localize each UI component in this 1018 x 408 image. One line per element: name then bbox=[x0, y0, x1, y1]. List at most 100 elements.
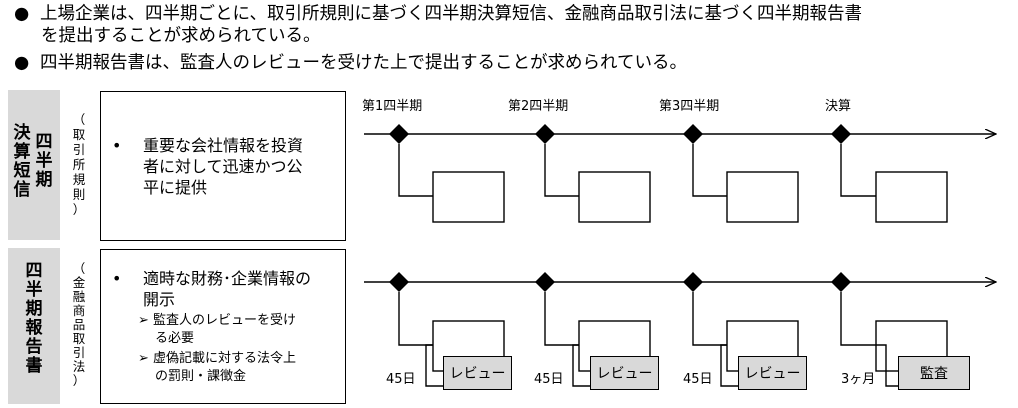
row1-source-char: 所 bbox=[72, 157, 86, 172]
row1-source-char: （ bbox=[72, 112, 86, 127]
row1-desc-box bbox=[100, 91, 346, 241]
connector bbox=[398, 292, 433, 346]
filing-box bbox=[875, 171, 948, 223]
connector bbox=[840, 292, 876, 346]
row1-title-char: 算 bbox=[13, 142, 31, 162]
row1-source-char: 引 bbox=[72, 142, 86, 157]
row1-title-char: 信 bbox=[13, 180, 31, 200]
row1-title-bg bbox=[8, 90, 60, 240]
review-box-q3: レビュー bbox=[738, 356, 807, 390]
timeline-label-fy: 決算 bbox=[825, 99, 852, 114]
row1-title-char: 半 bbox=[35, 151, 53, 171]
milestone-diamond bbox=[683, 124, 703, 144]
row2-bullet: • bbox=[112, 269, 122, 288]
row2-sub-2-line: 虚偽記載に対する法令上 bbox=[153, 351, 297, 366]
duration-q3: 45日 bbox=[683, 372, 713, 387]
row1-source-char: 則 bbox=[72, 187, 86, 202]
connector bbox=[692, 144, 727, 197]
row2-title-char: 半 bbox=[25, 280, 43, 300]
duration-q1: 45日 bbox=[386, 372, 416, 387]
row2-desc-line: 開示 bbox=[143, 290, 176, 309]
bullet-1-text: 上場企業は、四半期ごとに、取引所規則に基づく四半期決算短信、金融商品取引法に基づ… bbox=[40, 4, 862, 24]
connector bbox=[692, 292, 727, 346]
sub-marker: ➢ bbox=[138, 351, 149, 366]
row1-source-char: ） bbox=[72, 202, 86, 217]
row1-desc-line: 平に提供 bbox=[143, 178, 208, 197]
row2-source-char: 取 bbox=[72, 331, 86, 346]
row2-title-char: 四 bbox=[25, 261, 43, 281]
row1-source-char: 取 bbox=[72, 127, 86, 142]
connector bbox=[544, 144, 579, 197]
bullet-marker: ● bbox=[14, 4, 30, 24]
row2-sub-2-line: の罰則・課徴金 bbox=[155, 369, 247, 384]
row1-bullet: • bbox=[112, 136, 122, 155]
timeline-label-q2: 第2四半期 bbox=[508, 99, 569, 114]
row2-title-char: 報 bbox=[25, 318, 43, 338]
row1-desc-line: 者に対して迅速かつ公 bbox=[143, 157, 303, 176]
bullet-1-line-1: ● 上場企業は、四半期ごとに、取引所規則に基づく四半期決算短信、金融商品取引法に基… bbox=[14, 3, 862, 25]
row2-title: 四 半 期 報 告 書 bbox=[23, 262, 45, 376]
row2-source-char: 商 bbox=[72, 303, 86, 318]
timeline-label-q1: 第1四半期 bbox=[362, 99, 423, 114]
bullet-2-text: 四半期報告書は、監査人のレビューを受けた上で提出することが求められている。 bbox=[40, 53, 687, 73]
row1-title-char: 短 bbox=[13, 161, 31, 181]
filing-box bbox=[432, 171, 505, 223]
row2-source-char: 引 bbox=[72, 345, 86, 360]
review-box-q1: レビュー bbox=[443, 356, 512, 390]
row1-title-char: 四 bbox=[35, 132, 53, 152]
row2-source-char: （ bbox=[72, 261, 86, 276]
milestone-diamond bbox=[535, 124, 555, 144]
milestone-diamond bbox=[389, 124, 409, 144]
row1-milestones bbox=[389, 124, 851, 144]
row2-title-char: 告 bbox=[25, 337, 43, 357]
sub-marker: ➢ bbox=[138, 313, 149, 328]
row1-title-col2: 四 半 期 bbox=[33, 133, 55, 190]
review-box-q2: レビュー bbox=[590, 356, 659, 390]
milestone-diamond bbox=[683, 272, 703, 292]
row1-desc-line: 重要な会社情報を投資 bbox=[143, 136, 304, 155]
row2-milestones bbox=[389, 272, 851, 292]
row1-title-col1: 決 算 短 信 bbox=[11, 124, 33, 200]
row2-desc-line: 適時な財務･企業情報の bbox=[143, 269, 312, 288]
row2-sub-1: ➢ 監査人のレビューを受け る必要 bbox=[138, 312, 296, 348]
bullet-marker: ● bbox=[14, 53, 30, 73]
row2-source: （ 金 融 商 品 取 引 法 ） bbox=[70, 262, 88, 388]
milestone-diamond bbox=[831, 124, 851, 144]
duration-q2: 45日 bbox=[534, 372, 564, 387]
row2-desc-box bbox=[100, 249, 346, 404]
milestone-diamond bbox=[535, 272, 555, 292]
row1-title-char: 決 bbox=[13, 123, 31, 143]
bullet-1-line-2: を提出することが求められている。 bbox=[41, 26, 321, 46]
row1-connectors bbox=[398, 144, 876, 197]
connector bbox=[544, 292, 579, 346]
milestone-diamond bbox=[831, 272, 851, 292]
filing-box bbox=[726, 171, 799, 223]
audit-box-fy: 監査 bbox=[898, 356, 970, 390]
bullet-2: ● 四半期報告書は、監査人のレビューを受けた上で提出することが求められている。 bbox=[14, 52, 687, 74]
row2-connectors bbox=[398, 292, 876, 346]
row2-source-char: ） bbox=[72, 373, 86, 388]
row1-desc: 重要な会社情報を投資 者に対して迅速かつ公 平に提供 bbox=[143, 135, 303, 198]
row1-source: （ 取 引 所 規 則 ） bbox=[70, 112, 88, 217]
timeline-label-q3: 第3四半期 bbox=[659, 99, 720, 114]
milestone-diamond bbox=[389, 272, 409, 292]
row2-sub-2: ➢ 虚偽記載に対する法令上 の罰則・課徴金 bbox=[138, 350, 296, 386]
row2-source-char: 品 bbox=[72, 317, 86, 332]
row1-source-char: 規 bbox=[72, 172, 86, 187]
filing-box bbox=[578, 171, 651, 223]
row2-sub-1-line: る必要 bbox=[155, 331, 195, 346]
duration-fy: 3ヶ月 bbox=[841, 372, 876, 387]
row2-source-char: 融 bbox=[72, 289, 86, 304]
row1-filing-boxes bbox=[432, 171, 948, 223]
row2-review-connectors bbox=[425, 344, 445, 387]
row2-sub-1-line: 監査人のレビューを受け bbox=[153, 313, 297, 328]
row2-title-bg bbox=[8, 248, 60, 404]
row2-desc: 適時な財務･企業情報の 開示 bbox=[143, 268, 311, 310]
row1-title-char: 期 bbox=[35, 170, 53, 190]
row2-title-char: 期 bbox=[25, 299, 43, 319]
connector bbox=[398, 144, 433, 197]
row2-source-char: 法 bbox=[72, 359, 86, 374]
connector bbox=[840, 144, 876, 197]
review-connector bbox=[425, 344, 445, 387]
